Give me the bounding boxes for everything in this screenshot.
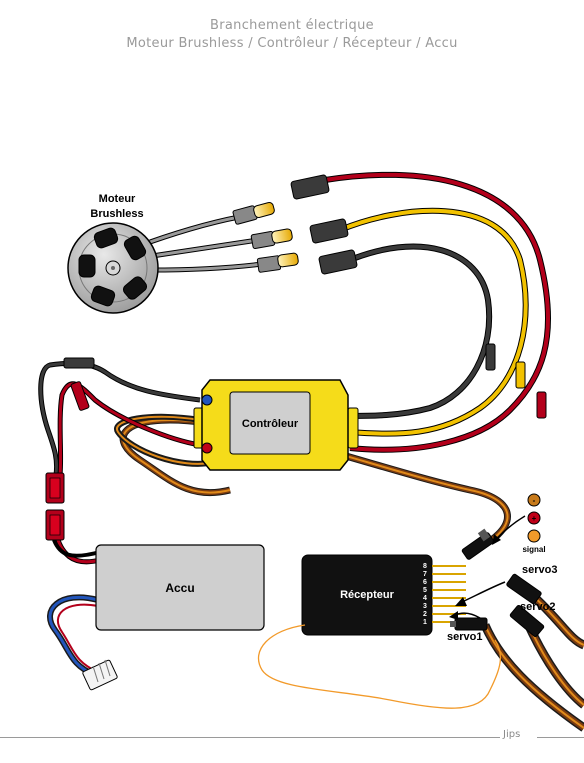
battery-power-wires [38, 357, 201, 565]
balance-lead [47, 594, 118, 691]
plus-dot [527, 511, 541, 525]
motor-label-line1: Moteur [99, 193, 136, 205]
polarity-legend [527, 493, 541, 543]
diagram-title-line1: Branchement électrique [210, 18, 374, 33]
esc-signal-plug [461, 528, 495, 560]
legend-signal: signal [522, 545, 545, 554]
signal-dot [527, 529, 541, 543]
receiver-label: Récepteur [340, 589, 395, 601]
servo3-cable [529, 591, 584, 650]
footer-author: Jips [503, 729, 521, 740]
servo2-plug [509, 605, 545, 637]
motor-plug-2 [250, 228, 293, 249]
legend-minus: - [533, 496, 536, 505]
servo1-label: servo1 [447, 631, 482, 643]
footer-rule-left [0, 737, 500, 738]
channel-number: 6 [423, 579, 427, 586]
motor-label-line2: Brushless [90, 208, 143, 220]
channel-number: 2 [423, 611, 427, 618]
servo2-cable [525, 626, 584, 709]
channel-number: 5 [423, 587, 427, 594]
footer-rule-right [537, 737, 584, 738]
receiver-channel-numbers: 8 7 6 5 4 3 2 1 [423, 563, 427, 626]
receiver-antenna [257, 624, 502, 709]
motor-phase-wires [324, 171, 552, 453]
servo1-cable [480, 623, 584, 732]
servo1-plug [450, 617, 488, 631]
channel-number: 3 [423, 603, 427, 610]
esc-phase-connectors [290, 174, 358, 275]
servo3-plug [506, 573, 542, 605]
channel-number: 8 [423, 563, 427, 570]
battery-box [95, 544, 265, 631]
battery-label: Accu [165, 581, 194, 595]
controller-label: Contrôleur [242, 418, 299, 430]
servo3-label: servo3 [522, 564, 557, 576]
channel-number: 7 [423, 571, 427, 578]
servo2-label: servo2 [520, 601, 555, 613]
channel-number: 4 [423, 595, 427, 602]
legend-plus: + [532, 514, 537, 523]
controller-box [193, 379, 359, 471]
minus-dot [527, 493, 541, 507]
arrow-heads [449, 534, 501, 620]
brushless-motor [67, 202, 299, 314]
channel-number: 1 [423, 619, 427, 626]
diagram-title-line2: Moteur Brushless / Contrôleur / Récepteu… [126, 36, 458, 51]
motor-plug-3 [256, 252, 299, 273]
motor-plug-1 [232, 202, 275, 225]
